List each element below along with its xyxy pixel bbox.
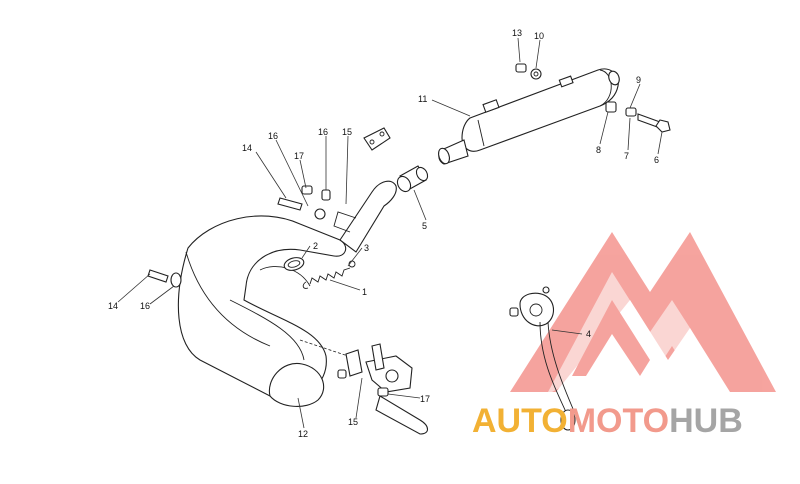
callout-6: 6 [654,155,659,165]
callout-2: 2 [313,241,318,251]
callout-13: 13 [512,28,522,38]
silencer-mount-hardware [515,63,671,133]
svg-text:AUTOMOTOHUB: AUTOMOTOHUB [472,402,743,440]
callout-14-upper: 14 [242,143,252,153]
callout-12: 12 [298,429,308,439]
callout-8: 8 [596,145,601,155]
callout-1: 1 [362,287,367,297]
callout-16-upper-left: 16 [268,131,278,141]
callout-16-upper-right: 16 [318,127,328,137]
upper-bracket-hardware [147,127,391,288]
callout-16-lower: 16 [140,301,150,311]
callout-5: 5 [422,221,427,231]
callout-3: 3 [364,243,369,253]
callout-11: 11 [418,94,427,104]
sensor-assembly [509,286,577,431]
expansion-chamber-pipe [177,180,397,407]
watermark-wordmark: AUTOMOTOHUB [472,402,743,440]
watermark-logo-triangles [510,232,776,392]
lower-mount-bracket [337,343,429,435]
gasket-spring-group [283,257,356,289]
callout-9: 9 [636,75,641,85]
silencer-muffler [438,68,620,165]
callout-labels: 13 10 9 11 8 7 6 5 16 16 15 14 17 2 3 1 … [108,28,659,439]
callout-15-lower: 15 [348,417,358,427]
callout-14-lower: 14 [108,301,118,311]
watermark-word-moto: MOTO [568,402,669,440]
callout-10: 10 [534,31,544,41]
watermark-word-auto: AUTO [472,402,568,440]
watermark-word-hub: HUB [669,402,743,440]
callout-15-upper: 15 [342,127,352,137]
callout-17-lower: 17 [420,394,430,404]
callout-17-upper: 17 [294,151,304,161]
callout-4: 4 [586,329,591,339]
callout-7: 7 [624,151,629,161]
leader-lines [117,37,663,429]
coupling-sleeve [396,165,429,193]
